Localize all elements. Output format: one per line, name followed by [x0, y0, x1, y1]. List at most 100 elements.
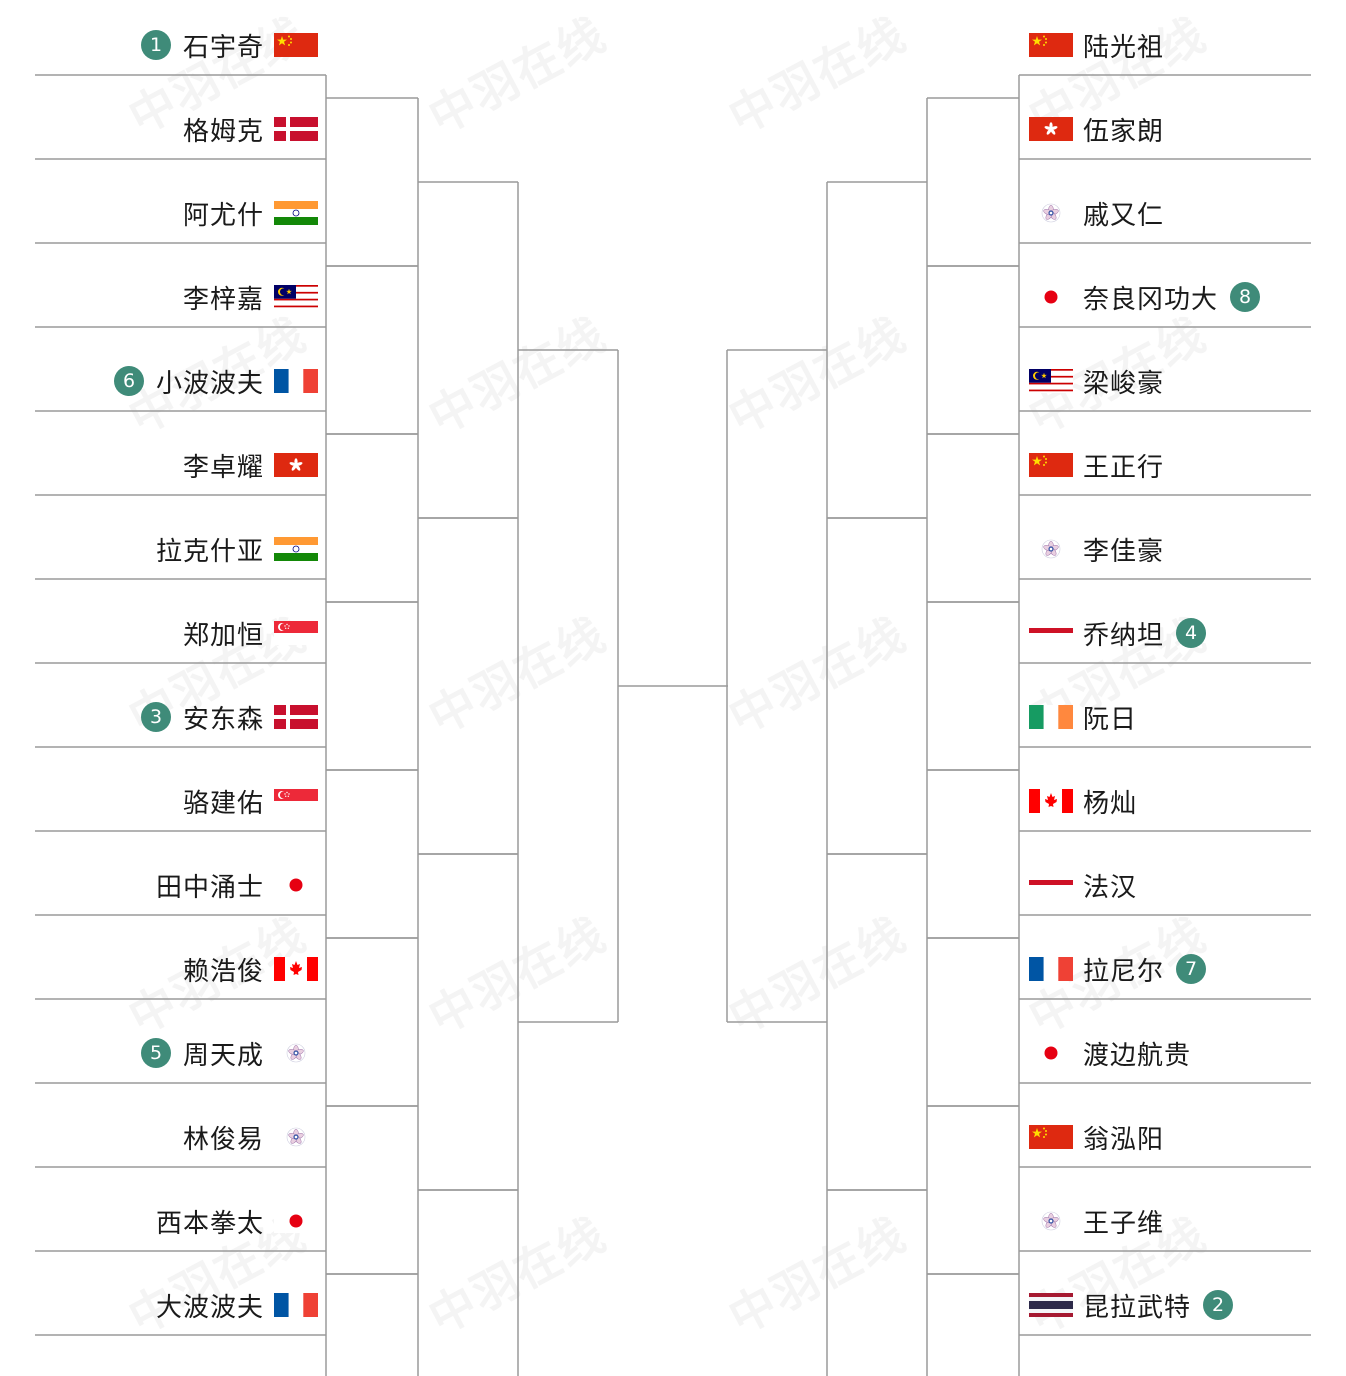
player-name: 乔纳坦 [1083, 620, 1165, 651]
player-name: 李佳豪 [1083, 536, 1165, 567]
left-player-entry: 1 石宇奇 [35, 25, 318, 65]
my-flag-icon [1029, 369, 1073, 393]
seed-badge: 8 [1230, 282, 1261, 312]
jp-flag-icon [274, 873, 318, 897]
sg-flag-icon [274, 789, 318, 813]
left-player-entry: 阿尤什 [35, 193, 318, 233]
right-player-entry: 伍家朗 [1029, 109, 1311, 149]
left-player-entry: 西本拳太 [35, 1201, 318, 1241]
th-flag-icon [1029, 1293, 1073, 1317]
in-flag-icon [274, 201, 318, 225]
player-name: 梁峻豪 [1083, 368, 1165, 399]
left-player-entry: 林俊易 [35, 1117, 318, 1157]
player-name: 林俊易 [182, 1124, 264, 1155]
left-player-entry: 田中涌士 [35, 865, 318, 905]
seed-badge: 2 [1203, 1290, 1234, 1320]
tpe-flag-icon [1029, 537, 1073, 561]
hk-flag-icon [274, 453, 318, 477]
player-name: 王正行 [1083, 452, 1165, 483]
right-player-entry: 王正行 [1029, 445, 1311, 485]
player-name: 奈良冈功大 [1083, 284, 1219, 315]
left-player-entry: 大波波夫 [35, 1285, 318, 1325]
player-name: 李梓嘉 [182, 284, 264, 315]
id-flag-icon [1029, 621, 1073, 645]
player-name: 郑加恒 [182, 620, 264, 651]
right-player-entry: 昆拉武特 2 [1029, 1285, 1311, 1325]
player-name: 杨灿 [1083, 788, 1138, 819]
player-name: 西本拳太 [155, 1208, 264, 1239]
right-player-entry: 李佳豪 [1029, 529, 1311, 569]
player-name: 安东森 [182, 704, 264, 735]
jp-flag-icon [1029, 1041, 1073, 1065]
fr-flag-icon [274, 369, 318, 393]
id-flag-icon [1029, 873, 1073, 897]
player-name: 周天成 [182, 1040, 264, 1071]
player-name: 昆拉武特 [1083, 1292, 1192, 1323]
player-name: 格姆克 [182, 116, 264, 147]
right-player-entry: 杨灿 [1029, 781, 1311, 821]
left-player-entry: 6 小波波夫 [35, 361, 318, 401]
right-player-entry: 陆光祖 [1029, 25, 1311, 65]
player-name: 王子维 [1083, 1208, 1165, 1239]
player-name: 李卓耀 [182, 452, 264, 483]
player-name: 石宇奇 [182, 32, 264, 63]
left-player-entry: 3 安东森 [35, 697, 318, 737]
left-player-entry: 格姆克 [35, 109, 318, 149]
player-name: 田中涌士 [155, 872, 264, 903]
player-name: 小波波夫 [155, 368, 264, 399]
seed-badge: 6 [113, 366, 144, 396]
ie-flag-icon [1029, 705, 1073, 729]
cn-flag-icon [1029, 33, 1073, 57]
cn-flag-icon [1029, 1125, 1073, 1149]
left-player-entry: 郑加恒 [35, 613, 318, 653]
right-player-entry: 法汉 [1029, 865, 1311, 905]
cn-flag-icon [274, 33, 318, 57]
left-player-entry: 拉克什亚 [35, 529, 318, 569]
right-player-entry: 戚又仁 [1029, 193, 1311, 233]
tpe-flag-icon [1029, 1209, 1073, 1233]
right-player-entry: 奈良冈功大 8 [1029, 277, 1311, 317]
fr-flag-icon [1029, 957, 1073, 981]
seed-badge: 1 [140, 30, 171, 60]
right-player-entry: 翁泓阳 [1029, 1117, 1311, 1157]
player-name: 戚又仁 [1083, 200, 1165, 231]
fr-flag-icon [274, 1293, 318, 1317]
jp-flag-icon [274, 1209, 318, 1233]
player-name: 阿尤什 [182, 200, 264, 231]
cn-flag-icon [1029, 453, 1073, 477]
player-name: 大波波夫 [155, 1292, 264, 1323]
tpe-flag-icon [274, 1125, 318, 1149]
player-name: 陆光祖 [1083, 32, 1165, 63]
player-name: 渡边航贵 [1083, 1040, 1192, 1071]
left-player-entry: 赖浩俊 [35, 949, 318, 989]
seed-badge: 3 [140, 702, 171, 732]
right-player-entry: 拉尼尔 7 [1029, 949, 1311, 989]
left-player-entry: 李卓耀 [35, 445, 318, 485]
tpe-flag-icon [274, 1041, 318, 1065]
tpe-flag-icon [1029, 201, 1073, 225]
my-flag-icon [274, 285, 318, 309]
sg-flag-icon [274, 621, 318, 645]
player-name: 阮日 [1083, 704, 1138, 735]
dk-flag-icon [274, 117, 318, 141]
player-name: 翁泓阳 [1083, 1124, 1165, 1155]
player-name: 拉克什亚 [155, 536, 264, 567]
in-flag-icon [274, 537, 318, 561]
ca-flag-icon [1029, 789, 1073, 813]
right-player-entry: 王子维 [1029, 1201, 1311, 1241]
right-player-entry: 阮日 [1029, 697, 1311, 737]
dk-flag-icon [274, 705, 318, 729]
player-name: 赖浩俊 [182, 956, 264, 987]
player-name: 拉尼尔 [1083, 956, 1165, 987]
player-name: 法汉 [1083, 872, 1138, 903]
jp-flag-icon [1029, 285, 1073, 309]
player-name: 骆建佑 [182, 788, 264, 819]
ca-flag-icon [274, 957, 318, 981]
left-player-entry: 骆建佑 [35, 781, 318, 821]
right-player-entry: 梁峻豪 [1029, 361, 1311, 401]
seed-badge: 7 [1176, 954, 1207, 984]
hk-flag-icon [1029, 117, 1073, 141]
